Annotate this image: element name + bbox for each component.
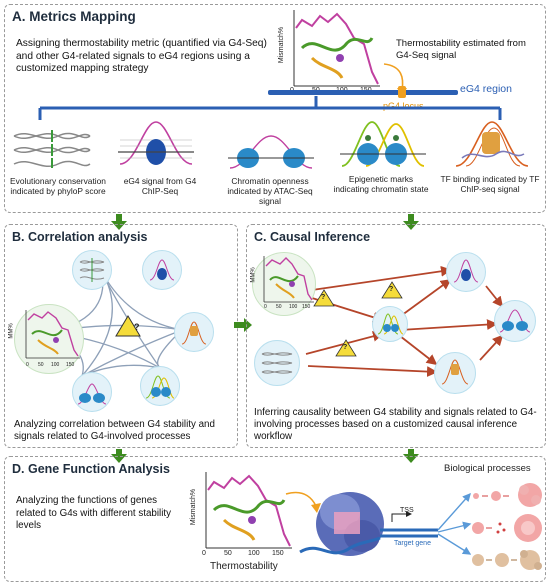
mini-g4-c	[453, 259, 479, 283]
outcome-arrows	[437, 492, 472, 555]
dna-conservation-icon	[13, 130, 91, 168]
d-plot-to-transcription-arrow	[285, 491, 321, 513]
causal-network	[305, 265, 504, 377]
signal-label-epigenetic: Epigenetic marks indicating chromatin st…	[333, 174, 429, 194]
mini-epigenetic-c	[377, 313, 404, 335]
arrow-c-to-d-stem	[408, 449, 414, 455]
signal-label-atac: Chromatin openness indicated by ATAC-Seq…	[227, 176, 313, 206]
node-conservation-c	[254, 340, 300, 386]
mini-atac-b	[77, 383, 107, 405]
plot-a-ylabel: Mismatch%	[278, 26, 286, 64]
signal-label-tf: TF binding indicated by TF ChIP-seq sign…	[440, 174, 540, 194]
causal-warning-glyph-2: ?	[389, 286, 394, 293]
node-epigenetic-c	[372, 306, 408, 342]
mini-g4-b	[149, 259, 175, 281]
plot-c-tick-100: 100	[289, 304, 298, 310]
arrow-a-to-c	[403, 221, 419, 230]
panel-causal-inference	[246, 224, 546, 448]
plot-b-ylabel: MM%	[8, 323, 15, 339]
pg4-locus-label: pG4 locus	[383, 101, 424, 111]
plot-b-tick-50: 50	[38, 362, 44, 368]
plot-c-tick-50: 50	[276, 304, 282, 310]
arrow-b-to-d-stem	[116, 449, 122, 455]
g4-chip-seq-icon	[118, 121, 194, 165]
panel-correlation-analysis	[4, 224, 238, 448]
node-atac-b	[72, 372, 112, 412]
plot-d-tick-0: 0	[202, 550, 206, 557]
cell-differentiation-icon	[472, 550, 542, 570]
panel-a-description: Assigning thermostability metric (quanti…	[16, 38, 267, 74]
node-epigenetic-b	[140, 366, 180, 406]
signal-label-g4-chip: eG4 signal from G4 ChIP-Seq	[123, 176, 197, 196]
mismatch-plot-d	[205, 472, 292, 549]
plot-d-xlabel: Thermostability	[210, 561, 278, 572]
mini-tf-c	[441, 359, 469, 385]
panel-b-title: B. Correlation analysis	[12, 230, 148, 244]
panel-a-title: A. Metrics Mapping	[12, 9, 136, 24]
arrow-a-to-c-stem	[408, 214, 414, 222]
plot-b-tick-0: 0	[26, 362, 29, 368]
causal-warning-glyph-1: ?	[321, 294, 326, 301]
panel-c-title: C. Causal Inference	[254, 230, 371, 244]
plot-c-tick-0: 0	[264, 304, 267, 310]
mini-tf-b	[181, 321, 207, 345]
tf-binding-icon	[455, 121, 529, 167]
arrow-c-to-d	[403, 454, 419, 463]
biological-processes-label: Biological processes	[444, 463, 531, 474]
arrow-a-to-b	[111, 221, 127, 230]
eg4-region-bar	[268, 90, 458, 95]
cell-secretion-icon	[472, 514, 542, 542]
thermostability-estimate-label: Thermostability estimated from G4-Seq si…	[396, 38, 526, 61]
plot-d-tick-100: 100	[248, 550, 260, 557]
panel-c-description: Inferring causality between G4 stability…	[254, 407, 537, 442]
panel-b-description: Analyzing correlation between G4 stabili…	[14, 419, 215, 442]
signal-label-conservation: Evolutionary conservation indicated by p…	[10, 176, 106, 196]
mismatch-plot-c	[263, 256, 314, 303]
panel-d-description: Analyzing the functions of genes related…	[16, 495, 172, 531]
plot-c-ylabel: MM%	[250, 267, 257, 283]
arrow-b-to-d	[111, 454, 127, 463]
eg4-region-label: eG4 region	[460, 83, 512, 95]
target-gene-label: Target gene	[394, 540, 431, 547]
plot-c-tick-150: 150	[302, 304, 311, 310]
correlation-warning-glyph: ?	[134, 322, 140, 332]
plot-d-ylabel: Mismatch%	[190, 488, 198, 526]
mismatch-plot-b	[25, 310, 80, 359]
mini-atac-c	[499, 309, 531, 333]
plot-d-tick-50: 50	[224, 550, 232, 557]
pg4-locus-marker	[398, 86, 406, 98]
plot-d-tick-150: 150	[272, 550, 284, 557]
atac-seq-icon	[228, 135, 314, 169]
transcription-machinery	[299, 492, 438, 556]
plot-b-tick-150: 150	[66, 362, 75, 368]
tss-label: TSS	[400, 507, 414, 514]
node-atac-c	[494, 300, 536, 342]
cell-proliferation-icon	[473, 483, 542, 507]
signal-bracket	[38, 96, 502, 120]
arrow-b-to-c	[234, 318, 252, 332]
mini-epigenetic-b	[145, 375, 175, 399]
arrow-a-to-b-stem	[116, 214, 122, 222]
plot-b-tick-100: 100	[51, 362, 60, 368]
mini-dna-b	[79, 258, 105, 282]
epigenetic-marks-icon	[340, 121, 426, 167]
mismatch-plot-a	[293, 10, 380, 87]
panel-d-title: D. Gene Function Analysis	[12, 462, 170, 476]
panel-metrics-mapping	[4, 4, 546, 213]
mini-dna-c	[261, 352, 293, 374]
panel-gene-function	[4, 456, 546, 582]
causal-warning-glyph-3: ?	[343, 344, 348, 351]
